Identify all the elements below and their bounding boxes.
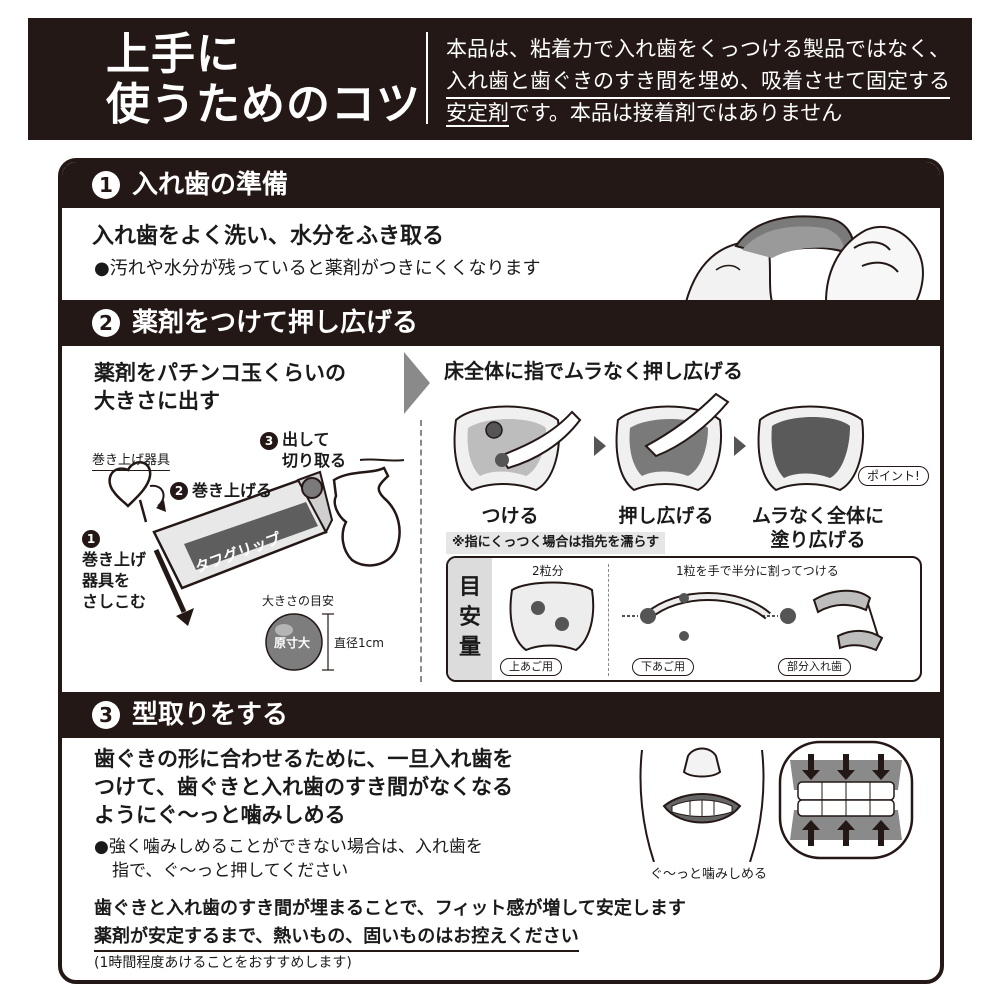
sub-step-3-line-1: 出して [282,430,330,449]
section-1-bar: 1 入れ歯の準備 [62,162,940,208]
dispense-heading-line-2: 大きさに出す [94,389,220,413]
size-guide-title: 大きさの目安 [262,594,335,608]
title-line-1: 上手に [106,29,241,80]
amount-two-beads: 2粒分 [532,564,564,578]
amount-dentures-illustration [509,581,884,652]
mold-note-line-2: 指で、ぐ～っと押してください [112,861,349,881]
footer-line-3: (1時間程度あけることをおすすめします) [94,955,352,971]
step-spread-label: 押し広げる [618,505,714,527]
sub-step-1-line-1: 巻き上げ [82,550,147,569]
spread-steps-illustration [453,392,864,492]
section-2-bar: 2 薬剤をつけて押し広げる [62,300,940,346]
amount-divider [608,564,609,676]
sub-step-1-line-2: 器具を [82,571,131,590]
header-banner: 上手に 使うためのコツ 本品は、粘着力で入れ歯をくっつける製品ではなく、 入れ歯… [28,18,972,140]
amount-char-2: 安 [458,605,481,630]
header-divider [426,32,428,124]
biting-face-illustration [639,747,765,862]
pea-size-ball-graphic [265,613,334,671]
amount-char-3: 量 [458,635,481,660]
sub-step-2-text: 巻き上げる [192,481,273,500]
section-2-divider [420,420,422,682]
lower-jaw-tag: 下あご用 [632,658,694,676]
actual-size-label: 原寸大 [274,636,311,650]
section-1-heading: 入れ歯をよく洗い、水分をふき取る [92,224,445,249]
section-3-title: 型取りをする [132,700,289,730]
section-1-note: ●汚れや水分が残っていると薬剤がつきにくくなります [94,258,541,279]
step-even-line-1: ムラなく全体に [751,505,885,527]
stabilizer-term: 安定剤 [446,101,509,127]
mold-note-line-1: ●強く噛みしめることができない場合は、入れ歯を [94,837,483,857]
mold-heading-line-3: ようにぐ～っと噛みしめる [94,803,346,827]
bite-pressure-illustration [778,740,914,860]
spread-heading: 床全体に指でムラなく押し広げる [444,359,743,383]
sub-step-2-number: 2 [170,482,188,500]
amount-char-1: 目 [458,575,481,600]
section-3-bar: 3 型取りをする [62,692,940,738]
next-step-arrow-icon [404,352,430,414]
section-2-number: 2 [92,309,120,337]
amount-split-bead: 1粒を手で半分に割ってつける [676,564,839,578]
amount-guide-label: 目 安 量 [448,558,492,680]
sub-step-1-line-3: さしこむ [82,592,147,611]
step-even-line-2: 塗り広げる [770,529,866,551]
wet-finger-tip: ※指にくっつく場合は指先を濡らす [446,532,666,554]
partial-denture-tag: 部分入れ歯 [778,658,851,676]
tube-and-roller-illustration [108,458,405,626]
section-1-number: 1 [92,171,120,199]
bite-caption: ぐ～っと噛みしめる [650,867,768,882]
header-desc-line-1: 本品は、粘着力で入れ歯をくっつける製品ではなく、 [446,37,950,61]
instructions-frame [58,158,944,984]
dispense-heading-line-1: 薬剤をパチンコ玉くらいの [94,361,346,385]
roller-tool-label: 巻き上げ器具 [92,452,171,471]
diameter-label: 直径1cm [334,636,384,650]
header-desc-line-2: 入れ歯と歯ぐきのすき間を埋め、吸着させて固定する [446,66,950,99]
hands-cleaning-denture-illustration [684,215,924,302]
mold-heading-line-2: つけて、歯ぐきと入れ歯のすき間がなくなる [94,775,513,799]
section-2-title: 薬剤をつけて押し広げる [132,308,419,338]
sub-step-3-line-2: 切り取る [282,451,347,470]
header-desc-line-3: 安定剤です。本品は接着剤ではありません [446,98,842,128]
section-1-title: 入れ歯の準備 [132,170,289,200]
section-3-number: 3 [92,701,120,729]
sub-step-3-number: 3 [260,432,278,450]
point-badge: ポイント! [858,466,929,486]
amount-guide-box: 目 安 量 2粒分 1粒を手で半分に割ってつける 上あご用 下あご用 部分入れ歯 [446,556,922,682]
upper-jaw-tag: 上あご用 [500,658,562,676]
footer-line-2: 薬剤が安定するまで、熱いもの、固いものはお控えください [94,924,579,952]
sub-step-1-number: 1 [82,530,100,548]
header-desc-line-3-rest: です。本品は接着剤ではありません [509,101,843,125]
step-attach-label: つける [481,505,539,527]
mold-heading-line-1: 歯ぐきの形に合わせるために、一旦入れ歯を [94,747,514,771]
footer-line-1: 歯ぐきと入れ歯のすき間が埋まることで、フィット感が増して安定します [94,898,686,919]
title-line-2: 使うためのコツ [106,79,421,130]
